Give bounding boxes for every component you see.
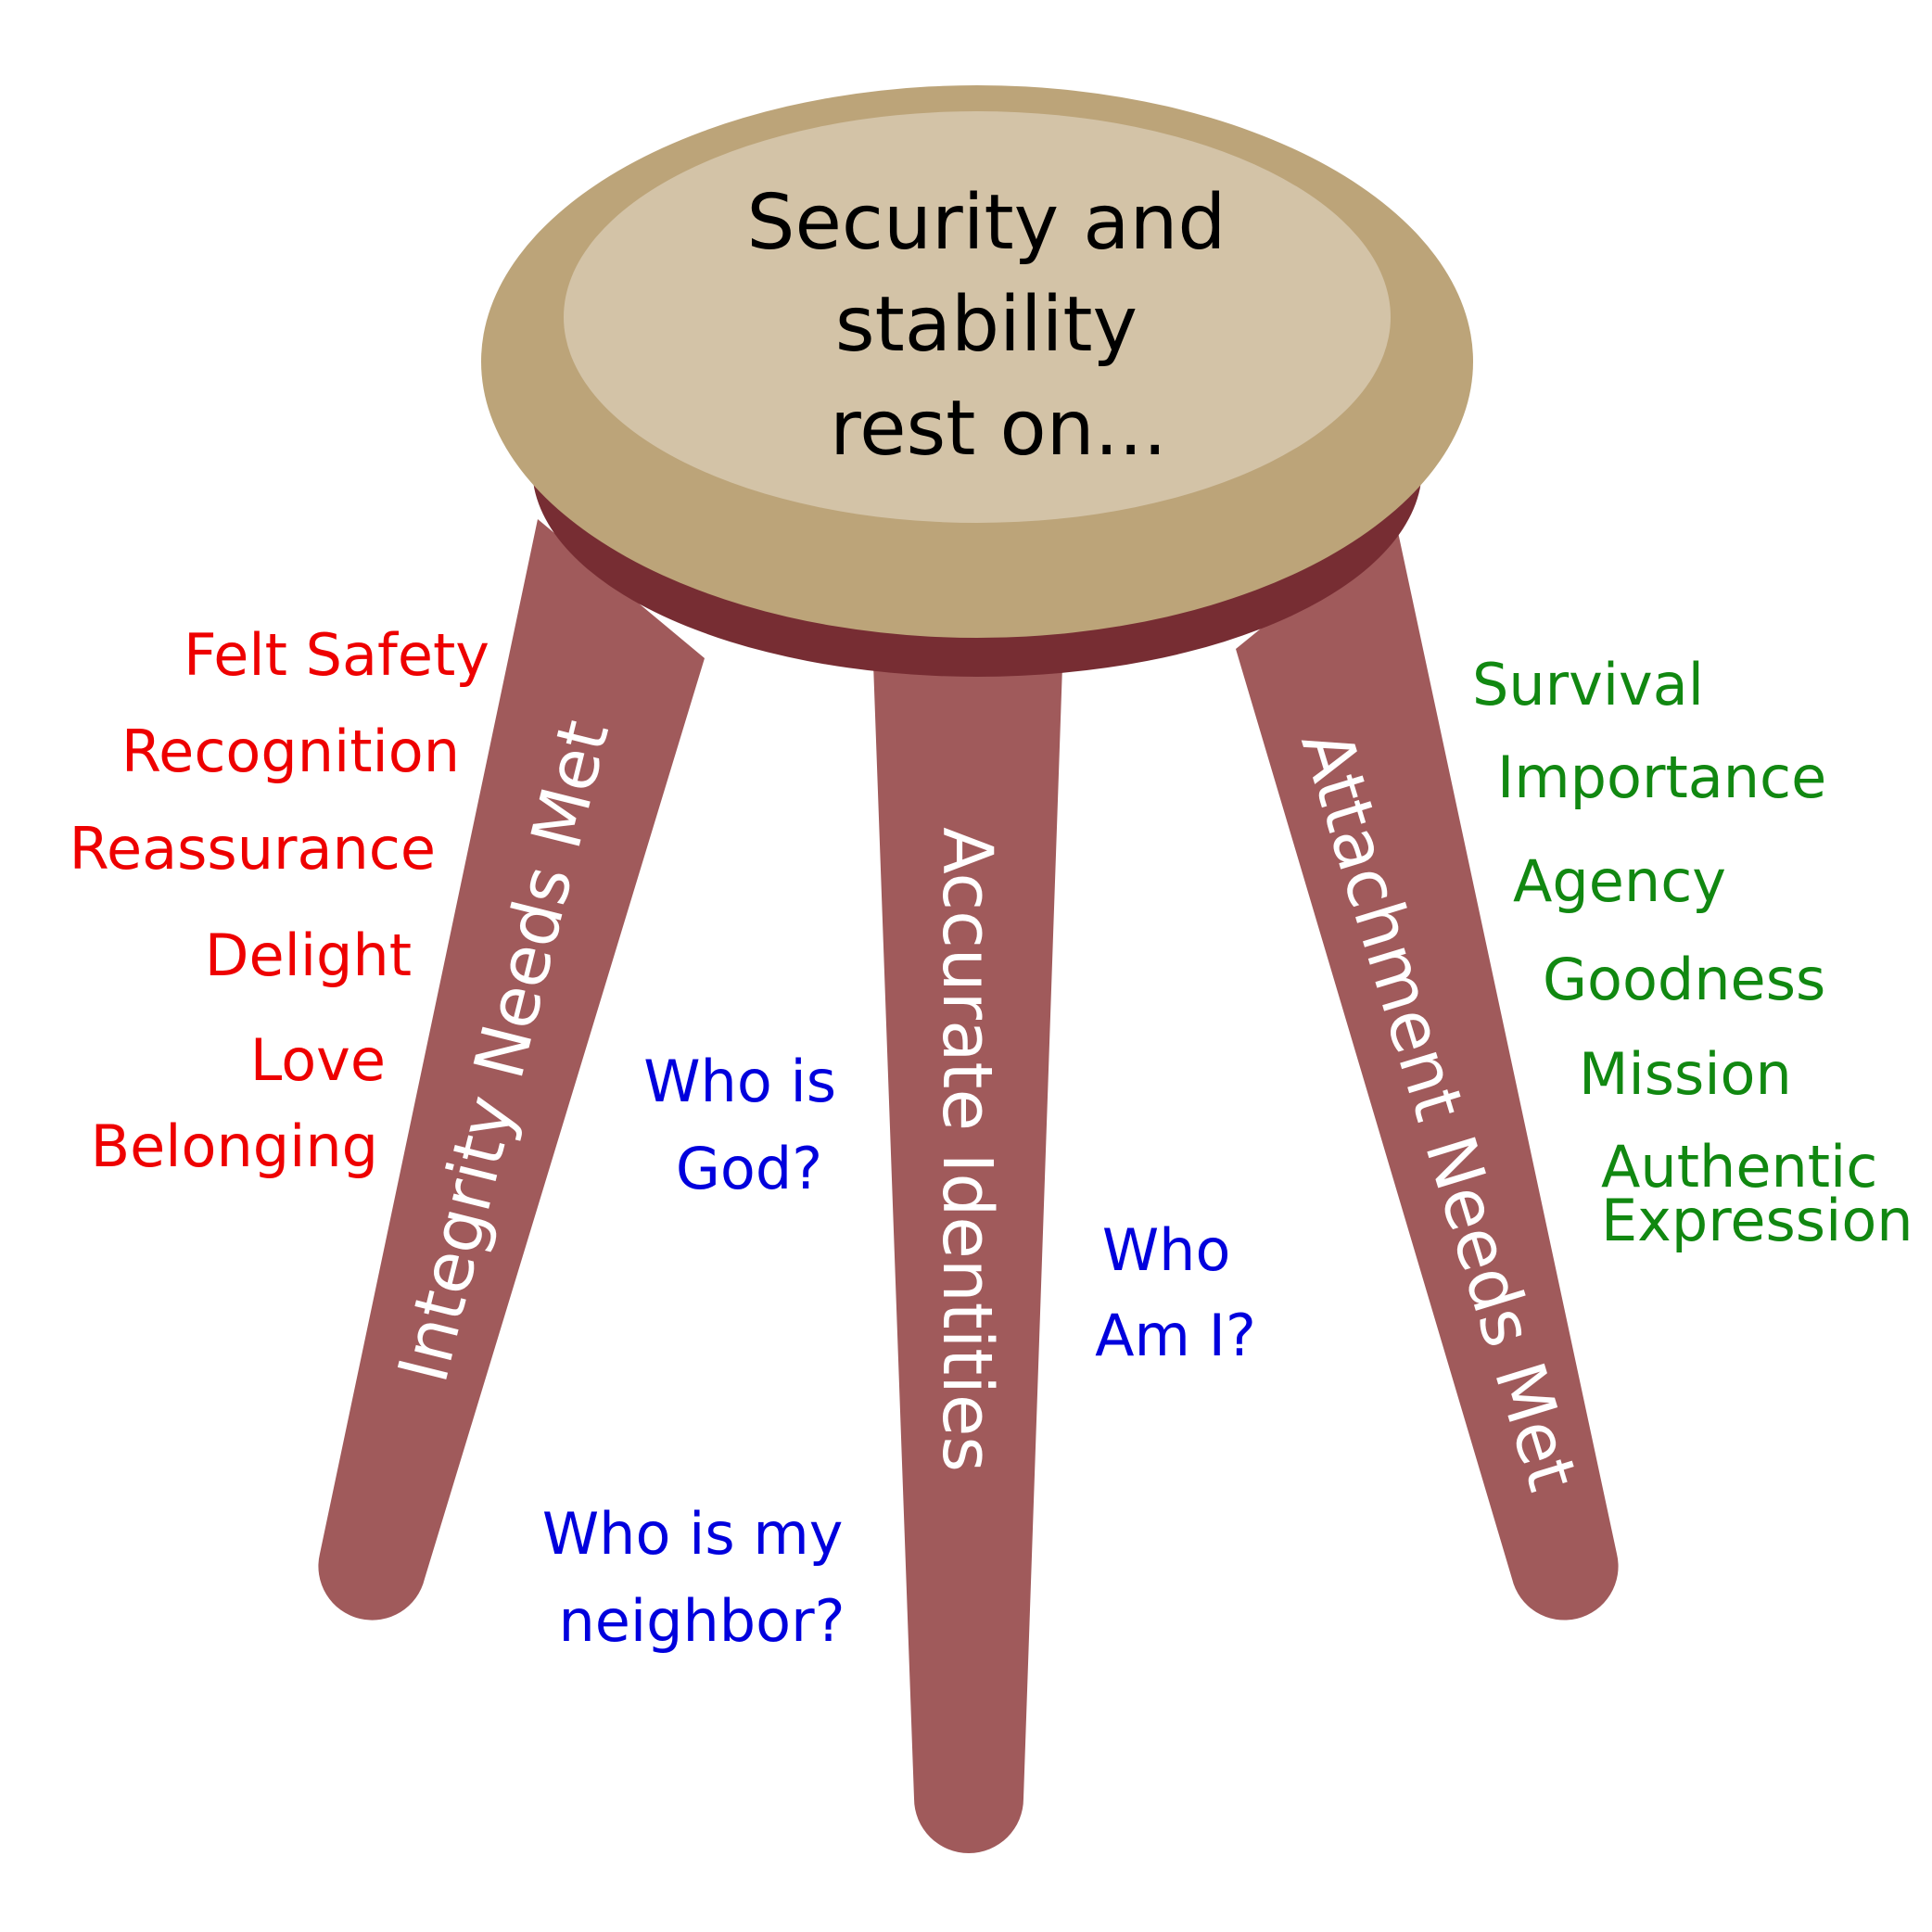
question-self-line-2: Am I? [1095, 1302, 1256, 1369]
attachment-need-importance: Importance [1497, 744, 1826, 811]
attachment-need-authentic: Authentic [1601, 1133, 1877, 1201]
seat-line-2: stability [835, 281, 1138, 369]
attachment-need-goodness: Goodness [1543, 946, 1825, 1013]
question-neighbor-line-2: neighbor? [558, 1587, 845, 1655]
question-neighbor-line-1: Who is my [542, 1500, 844, 1568]
stool-legs [318, 519, 1619, 1853]
integrity-need-belonging: Belonging [91, 1112, 378, 1180]
attachment-need-survival: Survival [1472, 651, 1704, 718]
seat-line-3: rest on... [830, 385, 1167, 473]
right-leg [1236, 519, 1619, 1621]
identity-questions: Who is God? Who Am I? Who is my neighbor… [542, 1048, 1256, 1655]
left-leg [318, 519, 705, 1621]
integrity-need-recognition: Recognition [121, 718, 460, 785]
question-god-line-2: God? [676, 1135, 822, 1202]
attachment-needs-list: Survival Importance Agency Goodness Miss… [1472, 651, 1913, 1254]
question-self-line-1: Who [1102, 1216, 1231, 1284]
question-who-is-my-neighbor: Who is my neighbor? [542, 1500, 861, 1655]
question-who-is-god: Who is God? [643, 1048, 855, 1202]
integrity-need-felt-safety: Felt Safety [184, 621, 489, 689]
attachment-need-mission: Mission [1579, 1040, 1792, 1108]
integrity-need-reassurance: Reassurance [70, 815, 436, 883]
attachment-need-expression: Expression [1601, 1187, 1913, 1254]
seat-line-1: Security and [746, 179, 1226, 267]
center-leg-label: Accurate Identities [927, 827, 1007, 1472]
center-leg [871, 612, 1064, 1853]
question-god-line-1: Who is [643, 1048, 836, 1115]
seat-cushion [564, 111, 1391, 523]
attachment-need-agency: Agency [1513, 847, 1726, 915]
question-who-am-i: Who Am I? [1095, 1216, 1256, 1369]
integrity-needs-list: Felt Safety Recognition Reassurance Deli… [70, 621, 489, 1180]
integrity-need-delight: Delight [205, 922, 412, 989]
stool-seat: Security and stability rest on... [481, 85, 1473, 677]
integrity-need-love: Love [250, 1026, 386, 1094]
seat-text: Security and stability rest on... [746, 179, 1250, 473]
